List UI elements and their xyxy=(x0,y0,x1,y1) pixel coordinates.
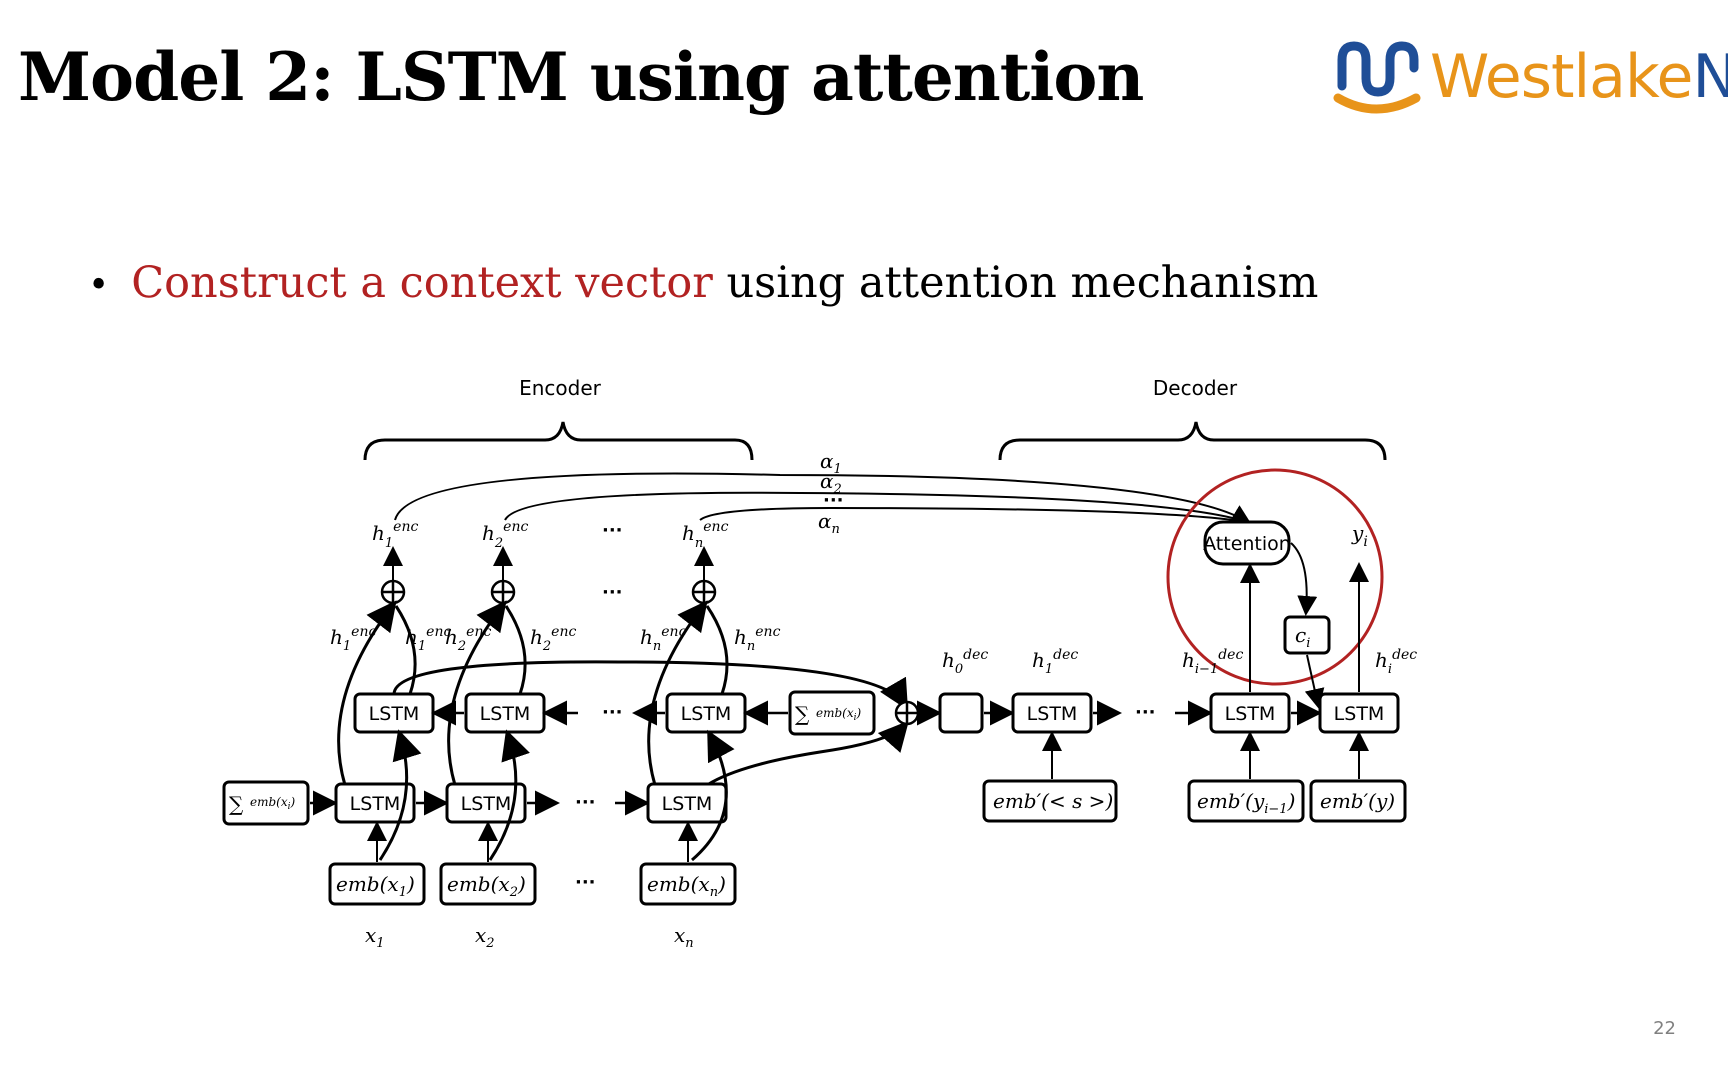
dec-lstm-i-1: LSTM xyxy=(1209,692,1291,734)
h-ellipsis: ··· xyxy=(602,520,623,541)
dec-lstm-1: LSTM xyxy=(1011,692,1093,734)
fwd-lstm-1: LSTM xyxy=(334,782,416,824)
svg-text:LSTM: LSTM xyxy=(1027,703,1078,725)
logo-text-last: N xyxy=(1692,42,1728,112)
x1-label: x1 xyxy=(365,923,385,951)
westlake-logo: WestlakeN xyxy=(1330,38,1728,128)
hn-enc-label: hnenc xyxy=(682,519,729,551)
svg-text:emb(x1): emb(x1) xyxy=(336,872,415,900)
slide-title: Model 2: LSTM using attention xyxy=(18,38,1144,116)
bwd-init-sum-box: ∑ emb(xi) xyxy=(788,690,876,736)
fwd-lstm-n: LSTM xyxy=(646,782,728,824)
fwd-lstm-2: LSTM xyxy=(445,782,527,824)
bullet-point: • Construct a context vector using attent… xyxy=(88,258,1318,308)
bullet-highlight: Construct a context vector xyxy=(131,258,713,308)
svg-text:Attention: Attention xyxy=(1203,533,1291,555)
concat-node-n xyxy=(691,579,717,605)
yi-label: yi xyxy=(1351,521,1368,550)
emb-x2-box: emb(x2) xyxy=(439,862,537,906)
h1-enc-label: h1enc xyxy=(372,519,418,551)
bwd-ellipsis: ··· xyxy=(602,702,623,723)
svg-text:∑: ∑ xyxy=(795,702,810,726)
hn-bwd-label: hnenc xyxy=(734,624,781,654)
emb-x1-box: emb(x1) xyxy=(328,862,426,906)
svg-text:emb(xi): emb(xi) xyxy=(816,706,862,723)
attention-arc-2 xyxy=(504,491,1249,523)
concat-node-2 xyxy=(490,579,516,605)
decoder-brace xyxy=(998,421,1387,461)
svg-text:∑: ∑ xyxy=(229,792,244,816)
h0-dec-box xyxy=(938,692,984,734)
bwd-lstm-2: LSTM xyxy=(464,692,546,734)
emb-xn-box: emb(xn) xyxy=(639,862,737,906)
context-vector-box: ci xyxy=(1283,615,1331,655)
xn-label: xn xyxy=(674,923,694,951)
emb-y-box: emb′(y) xyxy=(1309,779,1407,823)
attention-arc-1 xyxy=(394,472,1252,525)
hi-1-dec-label: hi−1dec xyxy=(1182,647,1243,677)
svg-text:emb′(< s >): emb′(< s >) xyxy=(993,789,1113,813)
concat-node-1 xyxy=(380,579,406,605)
merge-node xyxy=(894,700,920,726)
bwd-lstm-1: LSTM xyxy=(353,692,435,734)
logo-text-main: Westlake xyxy=(1430,42,1693,112)
h1-dec-label: h1dec xyxy=(1032,647,1078,677)
svg-text:LSTM: LSTM xyxy=(681,703,732,725)
alpha-n: αn xyxy=(818,509,840,537)
page-number: 22 xyxy=(1653,1018,1676,1039)
h2-fwd-label: h2enc xyxy=(445,624,491,654)
fwd-init-sum-box: ∑ emb(xi) xyxy=(222,780,310,826)
h0-dec-label: h0dec xyxy=(942,647,988,677)
bullet-dot: • xyxy=(88,265,110,306)
emb-yi-1-box: emb′(yi−1) xyxy=(1187,779,1305,823)
emb-ellipsis: ··· xyxy=(575,872,596,893)
x2-label: x2 xyxy=(475,923,495,951)
bullet-rest: using attention mechanism xyxy=(712,258,1319,308)
alpha-ellipsis: ··· xyxy=(823,490,844,511)
attention-arc-n xyxy=(699,506,1249,523)
svg-text:LSTM: LSTM xyxy=(480,703,531,725)
westlake-nlp-logo-icon xyxy=(1333,41,1421,114)
emb-start-token-box: emb′(< s >) xyxy=(982,779,1118,823)
attention-highlight-circle xyxy=(1166,468,1384,686)
plus-ellipsis: ··· xyxy=(602,582,623,603)
svg-text:LSTM: LSTM xyxy=(350,793,401,815)
bwd-lstm-n: LSTM xyxy=(665,692,747,734)
fwd-ellipsis: ··· xyxy=(575,792,596,813)
h2-enc-label: h2enc xyxy=(482,519,528,551)
svg-text:LSTM: LSTM xyxy=(461,793,512,815)
svg-text:LSTM: LSTM xyxy=(369,703,420,725)
encoder-label: Encoder xyxy=(519,376,602,400)
svg-text:emb(xi): emb(xi) xyxy=(250,795,296,812)
h2-bwd-label: h2enc xyxy=(530,624,576,654)
dec-lstm-i: LSTM xyxy=(1318,692,1400,734)
dec-ellipsis: ··· xyxy=(1135,702,1156,723)
decoder-label: Decoder xyxy=(1153,376,1238,400)
svg-text:LSTM: LSTM xyxy=(1334,703,1385,725)
logo-text: WestlakeN xyxy=(1430,42,1728,112)
svg-text:LSTM: LSTM xyxy=(1225,703,1276,725)
svg-text:LSTM: LSTM xyxy=(662,793,713,815)
svg-text:emb′(y): emb′(y) xyxy=(1320,789,1395,813)
encoder-brace xyxy=(363,421,754,461)
attention-box: Attention xyxy=(1203,520,1291,566)
hi-dec-label: hidec xyxy=(1375,647,1417,677)
